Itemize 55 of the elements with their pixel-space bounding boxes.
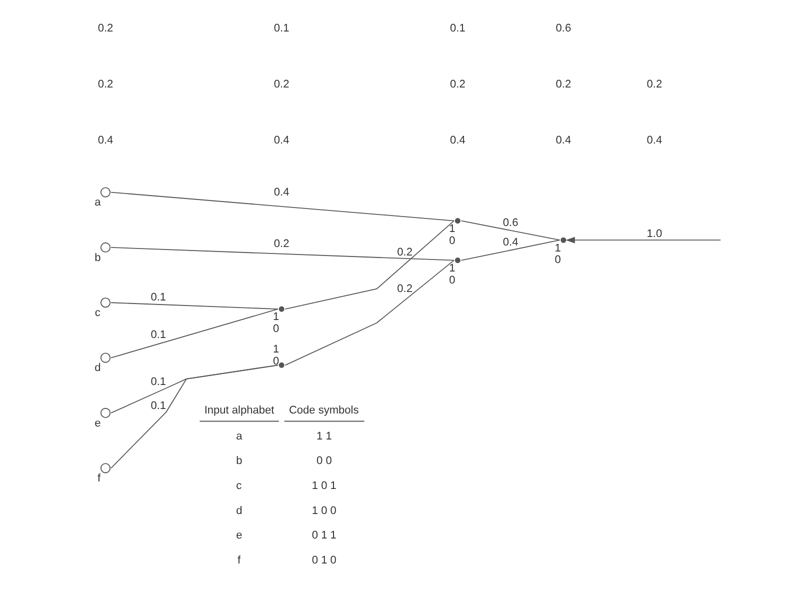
label: 0.2 xyxy=(97,78,113,91)
label: 0.4 xyxy=(555,134,571,147)
label: a xyxy=(236,430,242,442)
node-label: 1 xyxy=(272,311,279,324)
edge-label: 0.2 xyxy=(396,283,412,296)
node-label: 0 xyxy=(272,355,279,368)
label: 1 0 1 xyxy=(311,480,336,492)
label: 0.4 xyxy=(646,134,662,147)
node-label: 0 xyxy=(272,323,279,336)
node-label: f xyxy=(97,472,100,485)
label: 0.1 xyxy=(273,22,289,34)
node-label: 1 xyxy=(448,262,455,274)
label: 0.4 xyxy=(97,134,113,147)
edge-label: 0.4 xyxy=(502,236,518,248)
label: b xyxy=(236,455,242,468)
label: 1 1 xyxy=(316,430,332,442)
label: 0 1 1 xyxy=(311,530,336,542)
label: 0 0 xyxy=(316,455,332,468)
node-label: 0 xyxy=(448,234,455,247)
node-label: 0 xyxy=(554,254,560,266)
node-label: 1 xyxy=(448,222,455,235)
label: e xyxy=(236,530,242,542)
label: 0.4 xyxy=(273,134,289,147)
edge-label: 0.4 xyxy=(273,186,289,199)
edge-label: 0.2 xyxy=(273,238,289,250)
node-label: 0 xyxy=(448,274,455,286)
edge-label: 1.0 xyxy=(646,228,662,240)
edge-label: 0.1 xyxy=(150,291,166,304)
edge-label: 0.1 xyxy=(150,329,166,342)
label: 0.2 xyxy=(273,78,289,91)
label: 1 0 0 xyxy=(311,504,336,517)
node-label: 1 xyxy=(554,242,560,254)
edge-label: 0.1 xyxy=(150,400,166,412)
label: Input alphabet xyxy=(204,404,274,417)
label: 0.2 xyxy=(555,78,571,91)
edge-label: 0.1 xyxy=(150,376,166,388)
edge-label: 0.6 xyxy=(502,216,518,229)
node-label: b xyxy=(94,252,100,264)
label: 0 1 0 xyxy=(311,554,336,566)
label: d xyxy=(236,504,242,517)
label: 0.1 xyxy=(450,22,465,34)
node-label: d xyxy=(94,362,100,374)
node-label: e xyxy=(94,417,100,430)
label: f xyxy=(236,554,240,566)
label: 0.2 xyxy=(97,22,113,34)
label: Code symbols xyxy=(288,404,358,417)
node-label: 1 xyxy=(272,343,279,356)
label: 0.6 xyxy=(555,22,571,34)
label: c xyxy=(236,480,242,492)
node-label: a xyxy=(94,196,100,209)
node-label: c xyxy=(94,307,100,320)
label: 0.2 xyxy=(646,78,662,91)
label: 0.2 xyxy=(450,78,465,91)
edge-label: 0.2 xyxy=(396,246,412,258)
label: 0.4 xyxy=(450,134,465,147)
